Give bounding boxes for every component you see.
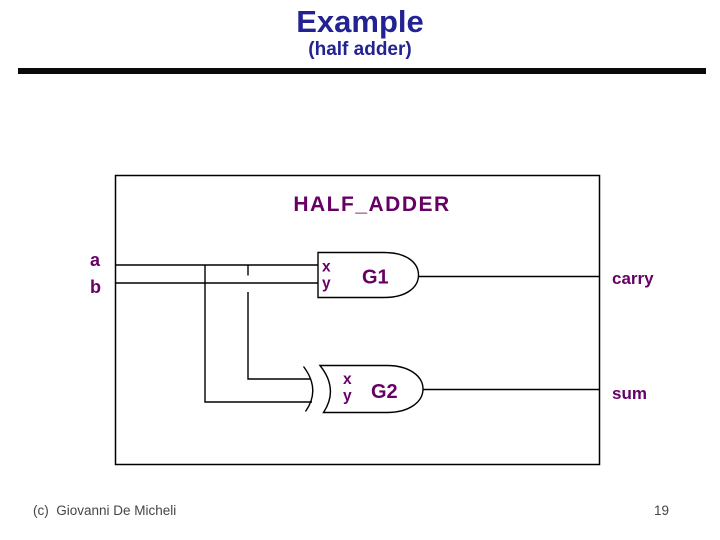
- g1-port-x-label: x: [322, 259, 331, 276]
- slide-subtitle: (half adder): [308, 39, 412, 60]
- output-carry-label: carry: [612, 269, 654, 288]
- xor-gate-g2-double-arc: [302, 366, 314, 412]
- and-gate-g1-body: [317, 251, 420, 299]
- input-b-label: b: [90, 277, 101, 297]
- g1-name-label: G1: [362, 267, 389, 289]
- footer-credit: (c) Giovanni De Micheli: [33, 503, 177, 518]
- module-box: [114, 174, 601, 466]
- g2-port-y-label: y: [343, 388, 352, 405]
- page-number: 19: [654, 503, 670, 518]
- module-name-label: HALF_ADDER: [293, 193, 450, 216]
- g1-port-y-label: y: [322, 275, 331, 292]
- slide-title: Example: [296, 4, 424, 39]
- output-sum-label: sum: [612, 384, 647, 403]
- input-a-label: a: [90, 250, 101, 270]
- wire-tap-vertical-2-lower: [247, 292, 311, 380]
- g2-name-label: G2: [371, 381, 398, 403]
- wire-tap-vertical-1: [204, 265, 312, 403]
- g2-port-x-label: x: [343, 371, 352, 388]
- xor-gate-g2-body: [318, 364, 424, 414]
- separator-rule: [18, 68, 706, 74]
